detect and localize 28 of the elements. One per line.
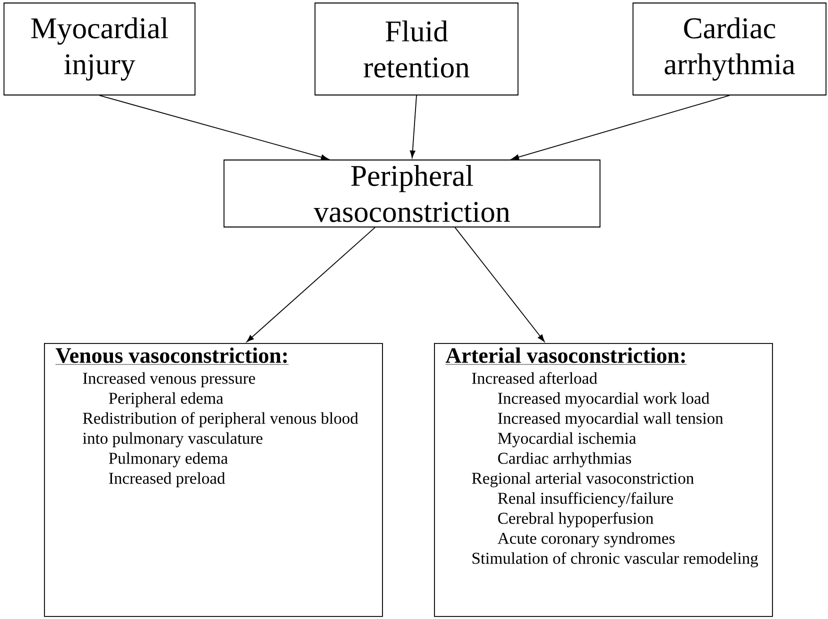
list-item: Renal insufficiency/failure bbox=[498, 492, 673, 508]
cause-box: Cardiac arrhythmia bbox=[632, 2, 826, 96]
list-item: Redistribution of peripheral venous blood into pulmonary vasculature bbox=[82, 412, 358, 448]
list-item: Myocardial ischemia bbox=[498, 432, 636, 448]
list-box bbox=[44, 343, 383, 617]
cause-box: Peripheral vasoconstriction bbox=[224, 160, 600, 228]
list-item: Increased afterload bbox=[472, 372, 598, 384]
list-item: Stimulation of chronic vascular remodeling bbox=[472, 552, 758, 568]
list-item: Increased myocardial wall tension bbox=[498, 412, 724, 428]
list-item: Acute coronary syndromes bbox=[498, 532, 675, 548]
arrow bbox=[454, 227, 545, 342]
list-item: Cardiac arrhythmias bbox=[498, 452, 632, 468]
list-item: Increased venous pressure bbox=[83, 372, 256, 388]
list-item: Pulmonary edema bbox=[108, 452, 228, 468]
arrow bbox=[246, 227, 376, 342]
list-box bbox=[434, 343, 773, 617]
list-item: Regional arterial vasoconstriction bbox=[472, 472, 694, 488]
arrow bbox=[410, 95, 417, 158]
arrow bbox=[99, 95, 328, 160]
list-heading: Arterial vasoconstriction: bbox=[445, 347, 687, 365]
list-item: Increased preload bbox=[109, 472, 226, 488]
list-item: Peripheral edema bbox=[108, 392, 224, 408]
cause-box: Myocardial injury bbox=[4, 2, 196, 96]
list-item: Cerebral hypoperfusion bbox=[498, 512, 654, 528]
arrow bbox=[512, 95, 730, 160]
list-item: Increased myocardial work load bbox=[498, 392, 710, 408]
list-heading: Venous vasoconstriction: bbox=[55, 347, 289, 365]
cause-box: Fluid retention bbox=[314, 2, 518, 96]
